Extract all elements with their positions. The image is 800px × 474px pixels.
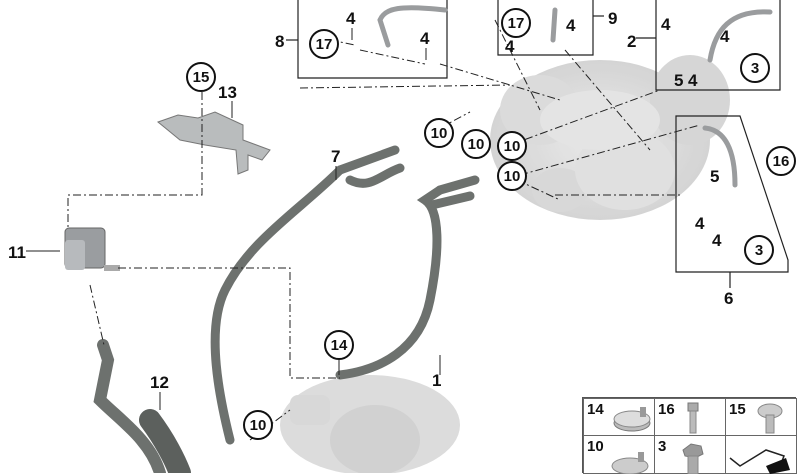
callout-8[interactable]: 8 (275, 32, 285, 51)
callout-4[interactable]: 4 (712, 231, 722, 250)
bracket-icon (729, 449, 790, 474)
water-pump (280, 375, 460, 473)
legend-number: 10 (587, 438, 604, 455)
callout-3-circled[interactable]: 3 (744, 235, 774, 265)
callout-11[interactable]: 11 (8, 243, 26, 262)
callout-10-circled[interactable]: 10 (424, 118, 454, 148)
callout-10-circled[interactable]: 10 (461, 129, 491, 159)
callout-15-circled[interactable]: 15 (186, 62, 216, 92)
legend-number: 3 (658, 438, 667, 455)
hose-clamp-icon (611, 452, 649, 474)
callout-9[interactable]: 9 (608, 9, 618, 28)
callout-5[interactable]: 5 (710, 167, 720, 186)
callout-4[interactable]: 4 (695, 214, 705, 233)
legend-cell-hose-clamp[interactable]: 14 (583, 398, 655, 436)
callout-4[interactable]: 4 (661, 15, 671, 34)
callout-10-circled[interactable]: 10 (497, 131, 527, 161)
callout-16-circled[interactable]: 16 (766, 146, 796, 176)
callout-14-circled[interactable]: 14 (324, 330, 354, 360)
legend-number: 15 (729, 401, 746, 418)
hollow-screw-icon (682, 443, 704, 474)
callout-10-circled[interactable]: 10 (243, 410, 273, 440)
callout-5[interactable]: 5 (674, 71, 684, 90)
legend-number: 16 (658, 401, 675, 418)
callout-12[interactable]: 12 (150, 373, 169, 392)
callout-4[interactable]: 4 (346, 9, 356, 28)
callout-4[interactable]: 4 (688, 71, 698, 90)
callout-4[interactable]: 4 (720, 27, 730, 46)
callout-3-circled[interactable]: 3 (740, 53, 770, 83)
callout-4[interactable]: 4 (420, 29, 430, 48)
legend-cell-hose-clamp[interactable]: 10 (583, 435, 655, 474)
callout-17-circled[interactable]: 17 (501, 8, 531, 38)
callout-1[interactable]: 1 (432, 371, 442, 390)
callout-10-circled[interactable]: 10 (497, 161, 527, 191)
callout-17-circled[interactable]: 17 (309, 29, 339, 59)
coolant-valve-11 (64, 227, 120, 271)
callout-13[interactable]: 13 (218, 83, 237, 102)
screw-icon (757, 403, 783, 434)
legend-cell-hollow-screw[interactable]: 3 (654, 435, 726, 474)
callout-6[interactable]: 6 (724, 289, 734, 308)
hose-clamp-icon (613, 407, 651, 432)
legend-cell-torx-screw[interactable]: 15 (725, 398, 797, 436)
callout-4[interactable]: 4 (505, 37, 515, 56)
parts-legend: 14 16 15 10 (582, 397, 797, 474)
callout-2[interactable]: 2 (627, 32, 637, 51)
legend-number: 14 (587, 401, 604, 418)
legend-cell-banjo-bolt[interactable]: 16 (654, 398, 726, 436)
bolt-icon (687, 402, 699, 434)
turbocharger (490, 55, 730, 220)
callout-4[interactable]: 4 (566, 16, 576, 35)
callout-7[interactable]: 7 (331, 147, 341, 166)
legend-cell-mounting-bracket[interactable] (725, 435, 797, 474)
bracket-13 (156, 111, 271, 175)
